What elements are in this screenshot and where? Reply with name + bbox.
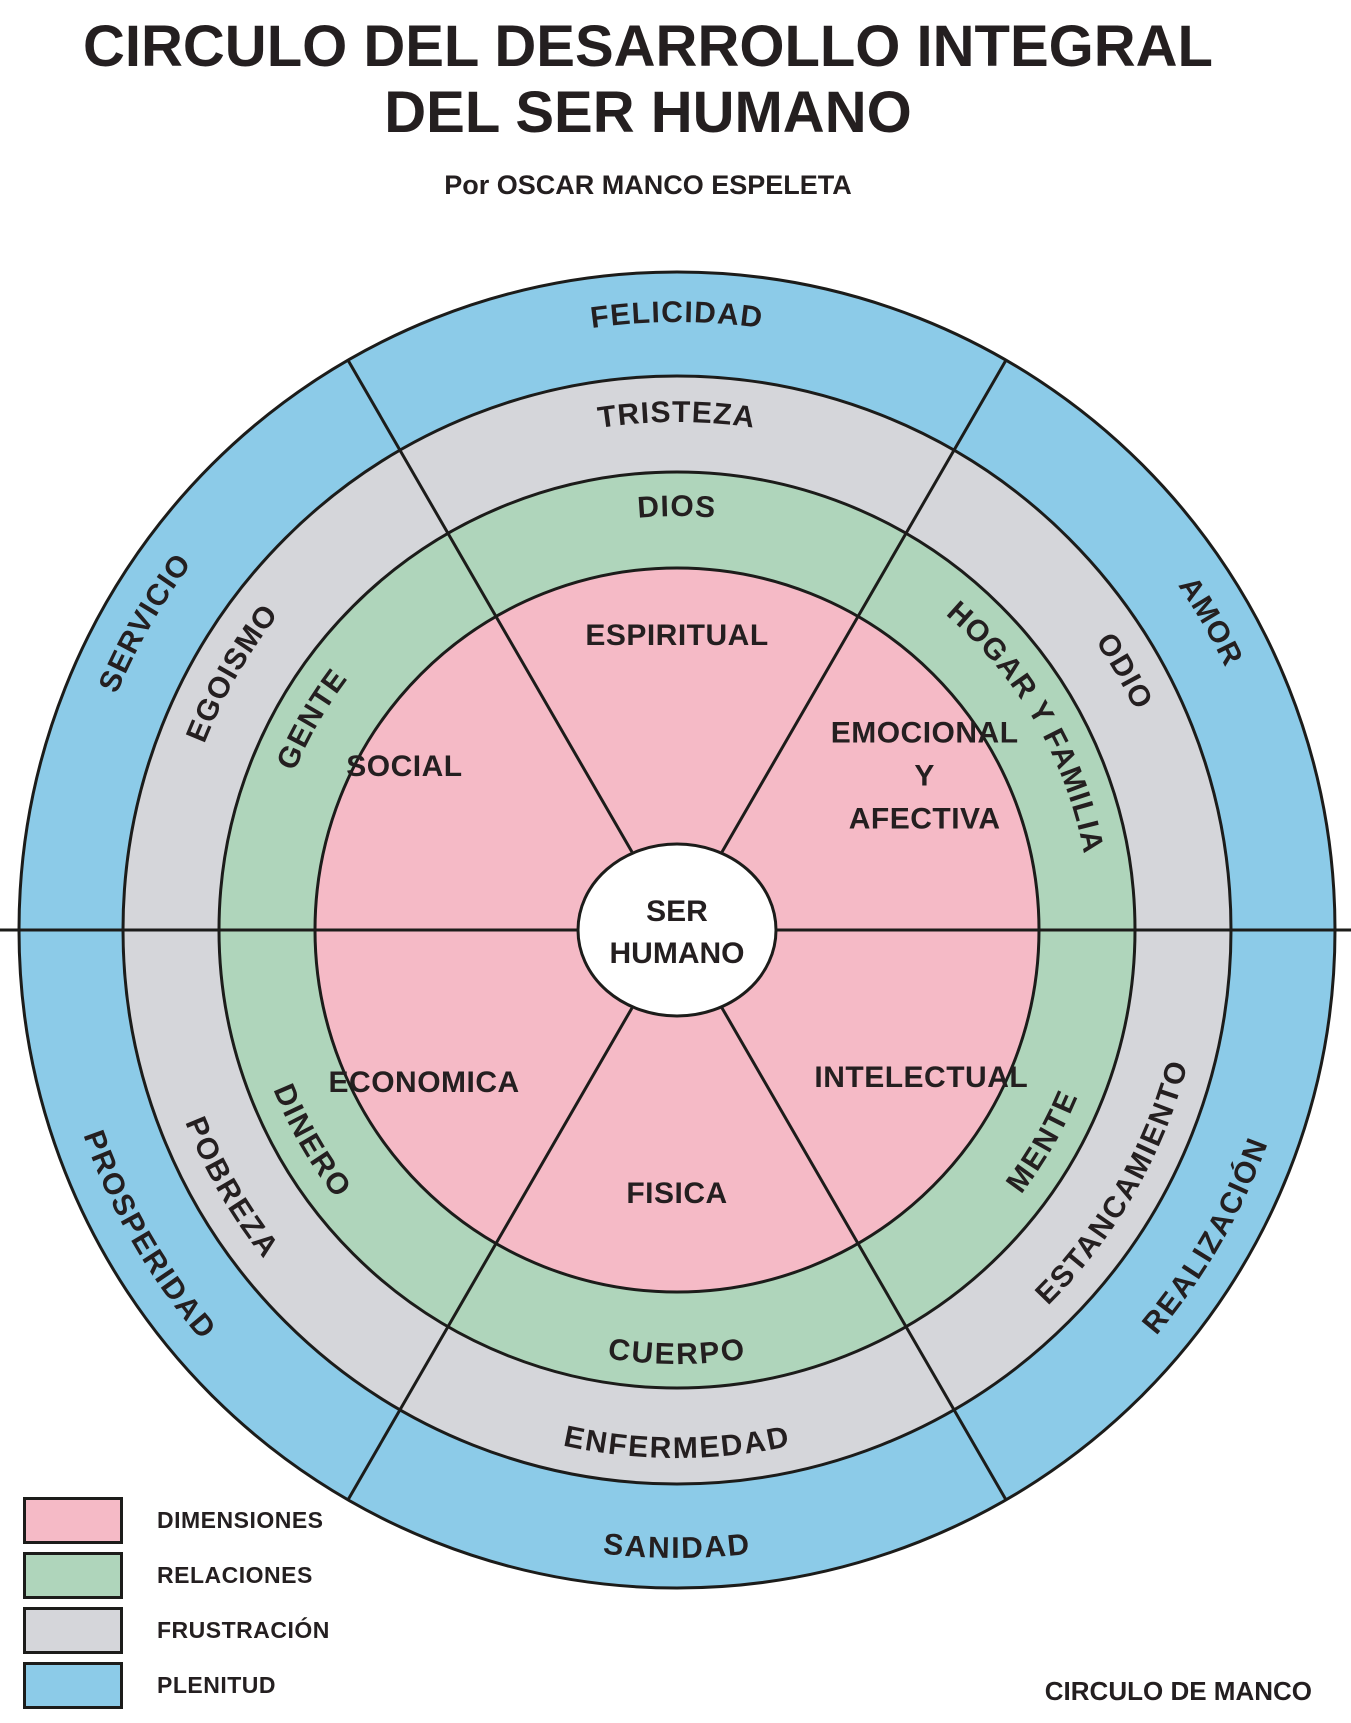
- legend: DIMENSIONES RELACIONES FRUSTRACIÓN PLENITUD: [23, 1497, 330, 1717]
- dimension-label-intelectual: INTELECTUAL: [814, 1060, 1028, 1093]
- legend-item-dimensiones: DIMENSIONES: [23, 1497, 330, 1544]
- center-circle: [576, 842, 778, 1018]
- legend-label: DIMENSIONES: [157, 1507, 324, 1533]
- dimension-label-fisica: FISICA: [626, 1177, 727, 1210]
- legend-label: PLENITUD: [157, 1672, 276, 1698]
- page-title: CIRCULO DEL DESARROLLO INTEGRAL DEL SER …: [0, 14, 1296, 145]
- ring-label-sanidad: SANIDAD: [602, 1527, 752, 1564]
- sector-divider: [720, 359, 1008, 853]
- dimension-label-economica: ECONOMICA: [329, 1065, 520, 1098]
- sector-divider: [346, 1007, 634, 1501]
- legend-swatch-frustracion: [23, 1607, 123, 1654]
- byline: Por OSCAR MANCO ESPELETA: [444, 170, 852, 200]
- page-title-line1: CIRCULO DEL DESARROLLO INTEGRAL: [83, 14, 1213, 79]
- ring-label-cuerpo: CUERPO: [606, 1332, 747, 1370]
- dimension-label-espiritual: ESPIRITUAL: [585, 619, 768, 652]
- ring-label-dios: DIOS: [636, 489, 718, 524]
- legend-swatch-relaciones: [23, 1552, 123, 1599]
- dimension-label-social: SOCIAL: [346, 750, 462, 783]
- sector-divider: [720, 1007, 1008, 1501]
- legend-swatch-dimensiones: [23, 1497, 123, 1544]
- page-title-line2: DEL SER HUMANO: [384, 79, 912, 145]
- sector-divider: [346, 359, 634, 853]
- legend-item-plenitud: PLENITUD: [23, 1662, 330, 1709]
- legend-swatch-plenitud: [23, 1662, 123, 1709]
- ring-label-tristeza: TRISTEZA: [596, 395, 758, 434]
- legend-item-relaciones: RELACIONES: [23, 1552, 330, 1599]
- ring-label-felicidad: FELICIDAD: [588, 295, 765, 334]
- legend-item-frustración: FRUSTRACIÓN: [23, 1607, 330, 1654]
- legend-label: FRUSTRACIÓN: [157, 1617, 330, 1643]
- legend-label: RELACIONES: [157, 1562, 313, 1588]
- footer-credit: CIRCULO DE MANCO: [1044, 1676, 1312, 1706]
